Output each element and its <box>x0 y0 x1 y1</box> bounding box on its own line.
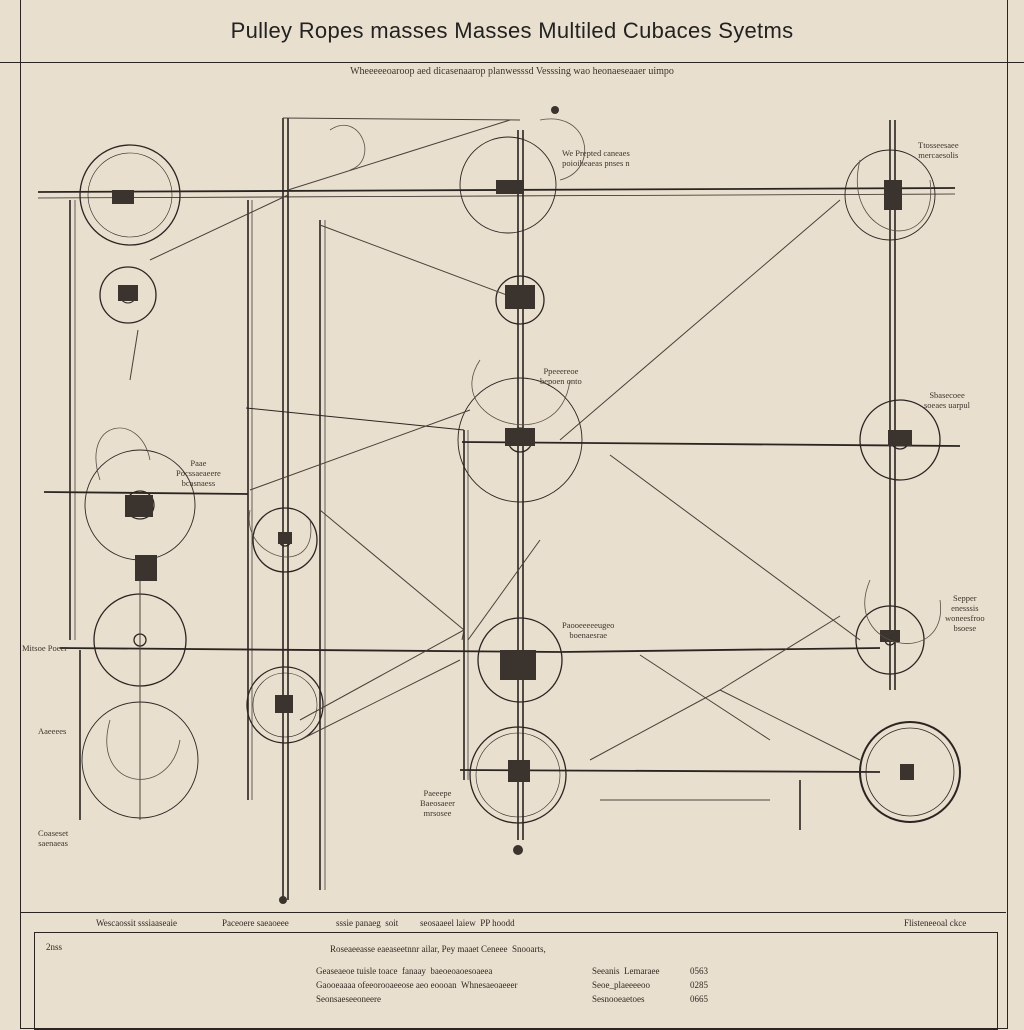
diagram-subtitle: Wheeeeeoaroop aed dicasenaarop planwesss… <box>350 66 674 77</box>
label-bottom-center-left: Paeeepe Baeosaeer mrsosee <box>420 788 455 818</box>
footer-item-2: Paceoere saeaoeee <box>222 918 289 928</box>
ropes <box>129 117 861 820</box>
footer-line-right-label-3: Sesnooeaetoes <box>592 994 645 1004</box>
diagram-title: Pulley Ropes masses Masses Multiled Cuba… <box>230 18 794 43</box>
footer-line-right-label-1: Seeanis Lemaraee <box>592 966 660 976</box>
hooks-and-blocks <box>112 106 914 904</box>
label-left-lower: Aaeeees <box>38 726 67 736</box>
label-left-middle: Paae Pocssaeaeere bcasnaess <box>176 458 221 488</box>
label-bottom-left: Coaseset saenaeas <box>38 828 69 848</box>
footer-item-1: Wescaossit sssiaaseaie <box>96 918 177 928</box>
footer-line-right-value-3: 0665 <box>690 994 708 1004</box>
title-rule <box>0 62 1024 63</box>
footer-item-3: sssie panaeg soit <box>336 918 399 928</box>
footer-box-heading: Roseaeeasse eaeaseetnnr ailar, Pey maaet… <box>330 944 546 954</box>
footer-item-5: Flisteneeoal ckce <box>904 918 967 928</box>
footer-line-left-3: Seonsaeseeoneere <box>316 994 381 1004</box>
posts <box>69 118 896 900</box>
label-center-middle: Ppeeereoe bepoen onto <box>540 366 582 386</box>
footer-line-left-2: Gaooeaaaa ofeeorooaeeose aeo eoooan Whne… <box>316 980 518 990</box>
label-right-middle-upper: Sbasecoee soeaes uarpul <box>924 390 971 410</box>
footer-line-right-value-1: 0563 <box>690 966 708 976</box>
footer-line-right-label-2: Seoe_plaeeeeoo <box>592 980 650 990</box>
footer-box-left: 2nss <box>46 942 63 952</box>
label-right-middle-lower: Sepper enesssis woneesfroo bsoese <box>945 593 985 633</box>
label-top-center: We Prepted caneaes poioiheaeas pnses n <box>562 148 630 168</box>
footer-line-left-1: Geaseaeoe tuisle toace fanaay baeoeoaoes… <box>316 966 493 976</box>
label-center-lower: Paooeeeeeugeo boenaesrae <box>562 620 615 640</box>
label-top-right: Ttosseesaee mercaesolis <box>918 140 959 160</box>
footer-line-right-value-2: 0285 <box>690 980 708 990</box>
label-left-far: Mitsoe Poeer <box>22 643 68 653</box>
footer-item-4: seosaaeel laiew PP hoodd <box>420 918 515 928</box>
cable-loops <box>95 118 941 780</box>
footer-rule <box>20 912 1006 913</box>
